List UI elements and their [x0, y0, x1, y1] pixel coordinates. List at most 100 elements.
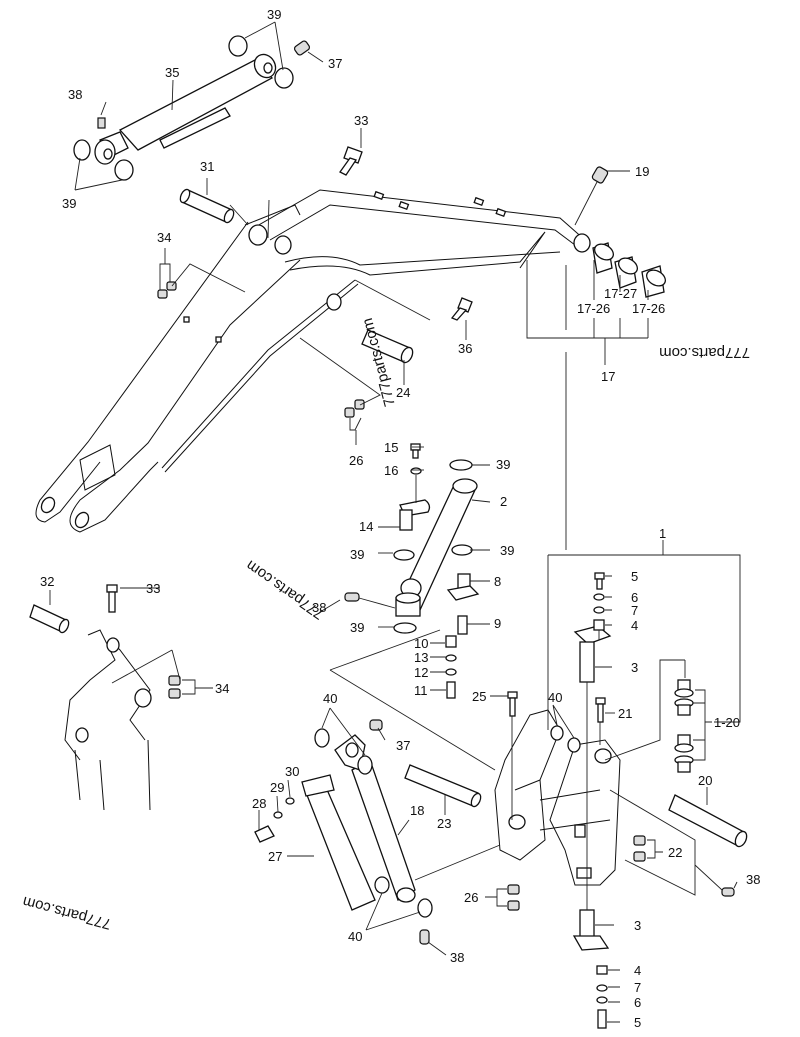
swing-bracket	[494, 709, 621, 886]
nut-22	[633, 851, 646, 862]
label-30: 30	[285, 764, 299, 779]
washer-13	[445, 654, 457, 662]
watermark: 777parts.com	[659, 344, 750, 361]
label-32: 32	[40, 574, 54, 589]
bracket-left	[29, 584, 152, 811]
label-15: 15	[384, 440, 398, 455]
washer-7	[596, 984, 608, 992]
label-5: 5	[634, 1015, 641, 1030]
washer-7	[593, 606, 605, 614]
bolt-5	[594, 572, 605, 580]
link-2	[395, 478, 478, 617]
label-14: 14	[359, 519, 373, 534]
grease-fitting-38	[419, 929, 430, 945]
washer-40	[417, 898, 433, 918]
washer-40	[357, 755, 373, 775]
label-17: 17	[601, 369, 615, 384]
nut-26	[507, 884, 520, 895]
label-38: 38	[312, 600, 326, 615]
washer-39	[393, 549, 415, 561]
washer-39	[393, 622, 417, 634]
washer-6	[596, 996, 608, 1004]
nut-34	[168, 688, 181, 699]
nut-34	[157, 289, 168, 299]
bushing-10	[445, 635, 457, 648]
bolt-21	[595, 697, 606, 705]
label-5: 5	[631, 569, 638, 584]
label-40: 40	[348, 929, 362, 944]
label-26: 26	[464, 890, 478, 905]
label-17-26: 17-26	[632, 301, 665, 316]
label-39: 39	[267, 7, 281, 22]
label-3: 3	[634, 918, 641, 933]
nut-26	[354, 399, 365, 410]
label-1: 1	[659, 526, 666, 541]
grease-fitting-38	[344, 592, 360, 602]
nut-22	[633, 835, 646, 846]
watermark: 777parts.com	[21, 893, 113, 933]
label-24: 24	[396, 385, 410, 400]
washer-39	[274, 67, 294, 89]
bolt-5	[597, 1009, 607, 1029]
label-35: 35	[165, 65, 179, 80]
label-13: 13	[414, 650, 428, 665]
nut-26	[507, 900, 520, 911]
label-34: 34	[157, 230, 171, 245]
label-39: 39	[496, 457, 510, 472]
pin-20	[668, 794, 745, 847]
grease-fitting-19	[591, 166, 609, 184]
label-26: 26	[349, 453, 363, 468]
label-27: 27	[268, 849, 282, 864]
label-4: 4	[634, 963, 641, 978]
bushings-1-20	[674, 679, 694, 773]
bushing-9	[457, 615, 468, 635]
washer-39	[73, 139, 91, 161]
label-39: 39	[500, 543, 514, 558]
label-8: 8	[494, 574, 501, 589]
washer-39	[114, 159, 134, 181]
washer-12	[445, 668, 457, 676]
nut-26	[344, 407, 355, 418]
arm-cylinder-35	[94, 53, 277, 165]
label-1-20: 1-20	[714, 715, 740, 730]
leader-lines	[49, 21, 741, 1023]
label-19: 19	[635, 164, 649, 179]
washer-39	[449, 459, 473, 471]
grease-fitting-37	[293, 40, 311, 56]
label-20: 20	[698, 773, 712, 788]
label-7: 7	[634, 980, 641, 995]
pin-23	[404, 764, 479, 807]
washer-40	[567, 737, 581, 753]
bolt-28	[254, 825, 275, 843]
grease-fitting-38	[721, 887, 735, 897]
label-11: 11	[414, 683, 428, 698]
label-18: 18	[410, 803, 424, 818]
label-7: 7	[631, 603, 638, 618]
label-29: 29	[270, 780, 284, 795]
label-39: 39	[350, 620, 364, 635]
label-37: 37	[396, 738, 410, 753]
watermark: 777parts.com	[359, 316, 399, 408]
label-17-27: 17-27	[604, 286, 637, 301]
pin-3	[579, 909, 595, 939]
label-38: 38	[68, 87, 82, 102]
nut-34	[168, 675, 181, 686]
bolt-11	[446, 681, 456, 699]
washer-40	[550, 725, 564, 741]
washer-6	[593, 593, 605, 601]
label-21: 21	[618, 706, 632, 721]
label-38: 38	[450, 950, 464, 965]
grease-fitting-37	[369, 719, 383, 731]
label-2: 2	[500, 494, 507, 509]
swing-cylinder-18	[334, 734, 416, 903]
bushing-4	[593, 619, 605, 631]
label-36: 36	[458, 341, 472, 356]
label-31: 31	[200, 159, 214, 174]
washer-40	[374, 876, 390, 894]
label-4: 4	[631, 618, 638, 633]
label-34: 34	[215, 681, 229, 696]
label-28: 28	[252, 796, 266, 811]
label-33: 33	[146, 581, 160, 596]
label-12: 12	[414, 665, 428, 680]
